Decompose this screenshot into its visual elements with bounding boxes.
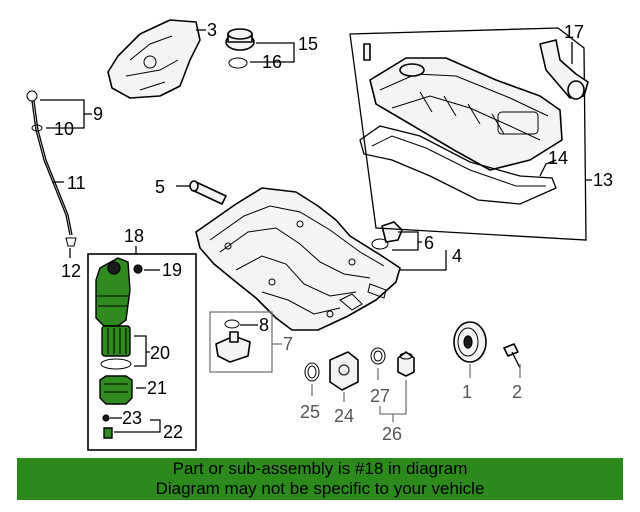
valve-cover-bolt-part: [363, 43, 371, 61]
callout-27: 27: [370, 386, 390, 406]
callout-6: 6: [424, 233, 434, 253]
callout-21: 21: [147, 378, 167, 398]
assembly-18-box: [87, 253, 197, 451]
callout-18: 18: [124, 226, 144, 246]
callout-23: 23: [122, 408, 142, 428]
info-banner: Part or sub-assembly is #18 in diagram D…: [17, 458, 623, 500]
callout-4: 4: [452, 246, 462, 266]
dowel-part: [189, 180, 227, 205]
timing-cover-part: [107, 19, 201, 99]
drain-plug-part: [102, 414, 113, 439]
filter-cap-part: [99, 375, 133, 405]
seal-27-part: [370, 347, 386, 365]
callout-26: 26: [382, 424, 402, 444]
plug-26-part: [397, 351, 415, 377]
callout-2: 2: [512, 382, 522, 402]
callout-15: 15: [298, 34, 318, 54]
callout-5: 5: [155, 177, 165, 197]
callout-14: 14: [548, 148, 568, 168]
callout-16: 16: [262, 52, 282, 72]
callout-11: 11: [67, 173, 86, 193]
callout-8: 8: [259, 315, 269, 335]
filter-element-part: [100, 325, 132, 370]
callout-9: 9: [93, 104, 103, 124]
callout-17: 17: [564, 22, 584, 42]
dipstick-part: [26, 90, 77, 247]
callout-7: 7: [283, 334, 293, 354]
seal-25-part: [304, 362, 320, 382]
callout-3: 3: [207, 20, 217, 40]
callout-22: 22: [163, 422, 183, 442]
pickup-part: [215, 331, 251, 363]
callout-20: 20: [150, 343, 170, 363]
callout-12: 12: [61, 261, 81, 281]
oil-cap-part: [225, 28, 255, 51]
banner-line-2: Diagram may not be specific to your vehi…: [155, 479, 485, 498]
oil-cap-seal-part: [228, 57, 248, 69]
filter-housing-part: [95, 257, 131, 327]
callout-19: 19: [162, 260, 182, 280]
bolt-part: [503, 343, 521, 369]
callout-24: 24: [334, 406, 354, 426]
callout-1: 1: [462, 382, 472, 402]
vent-hose-part: [539, 39, 589, 100]
valve-cover-part: [369, 57, 563, 171]
oil-sensor-part: [371, 221, 403, 250]
valve-cover-gasket-part: [359, 125, 557, 205]
pulley-part: [453, 321, 487, 363]
box-7: [209, 311, 273, 373]
callout-25: 25: [300, 402, 320, 422]
oil-pan-part: [195, 187, 401, 331]
callout-13: 13: [593, 170, 613, 190]
callout-10: 10: [54, 119, 74, 139]
adapter-24-part: [329, 351, 359, 391]
banner-line-1: Part or sub-assembly is #18 in diagram: [172, 459, 468, 478]
parts-diagram: 3 15 16 9 10 11 12 5: [26, 19, 613, 451]
housing-seal-part: [133, 264, 143, 274]
